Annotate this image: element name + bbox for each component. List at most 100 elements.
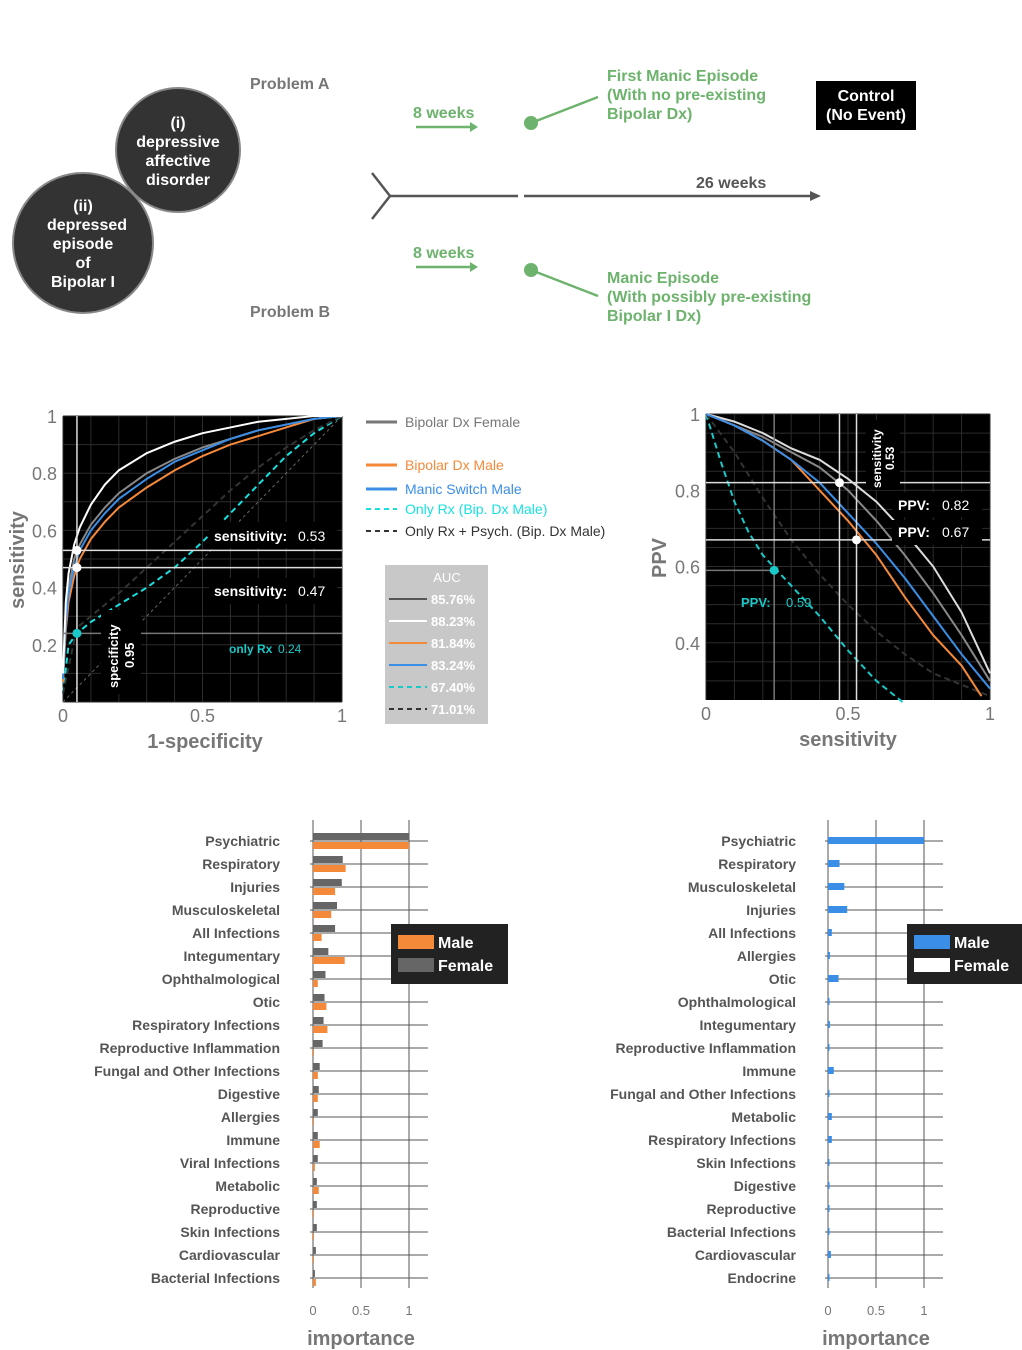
- sensitivity-annotation-value: 0.53: [883, 446, 897, 470]
- x-tick-label: 0: [309, 1303, 316, 1318]
- x-axis-label: sensitivity: [799, 729, 898, 751]
- event-b-line: Manic Episode: [607, 270, 719, 287]
- bar-male: [313, 1256, 314, 1263]
- bar-male: [313, 911, 332, 918]
- bar-male: [828, 883, 845, 890]
- y-axis-label: PPV: [649, 537, 671, 578]
- bar-male: [313, 1210, 314, 1217]
- bar-male: [313, 1118, 314, 1125]
- circle1-line: disorder: [146, 172, 210, 189]
- bar-male: [828, 1067, 834, 1074]
- bar-male: [313, 957, 345, 964]
- category-label: Endocrine: [728, 1270, 797, 1286]
- bar-female: [313, 1063, 320, 1070]
- legend-entry-label: Only Rx + Psych. (Bip. Dx Male): [405, 523, 605, 539]
- legend-entry-label: Male: [438, 935, 474, 952]
- ppv-series-line: [705, 413, 991, 682]
- category-label: Reproductive: [707, 1201, 797, 1217]
- bar-male: [313, 1095, 318, 1102]
- category-label: Psychiatric: [205, 833, 280, 849]
- bar-female: [313, 1040, 323, 1047]
- category-label: Digestive: [734, 1178, 796, 1194]
- category-label: Reproductive Inflammation: [100, 1040, 280, 1056]
- legend-entry-label: Manic Switch Male: [405, 481, 522, 497]
- category-label: Fungal and Other Infections: [94, 1063, 280, 1079]
- bar-male: [313, 1049, 314, 1056]
- category-label: Cardiovascular: [179, 1247, 281, 1263]
- sensitivity-annotation-label: sensitivity: [870, 429, 884, 488]
- ppv-series-line: [705, 413, 991, 674]
- circle-depressive-affective-disorder: [115, 87, 241, 213]
- sensitivity-annotation-value: 0.53: [298, 528, 325, 544]
- x-tick-label: 0: [58, 706, 68, 726]
- bar-female: [313, 902, 337, 909]
- circle2-line: episode: [53, 236, 114, 253]
- category-label: Skin Infections: [696, 1155, 796, 1171]
- category-label: Integumentary: [184, 948, 281, 964]
- weeks-b-label: 8 weeks: [413, 245, 474, 262]
- sensitivity-point: [72, 563, 82, 573]
- bar-male: [313, 842, 409, 849]
- bar-male: [828, 1044, 830, 1051]
- sensitivity-annotation-box: [866, 420, 900, 490]
- y-tick-label: 0.6: [32, 521, 57, 541]
- category-label: Allergies: [221, 1109, 280, 1125]
- ppv-series-line: [705, 413, 991, 690]
- roc-series-line: [62, 415, 342, 674]
- x-axis-label: importance: [307, 1328, 415, 1350]
- category-label: Ophthalmological: [678, 994, 796, 1010]
- bar-male: [313, 1003, 327, 1010]
- category-label: All Infections: [192, 925, 280, 941]
- only-rx-point: [72, 628, 82, 638]
- only-rx-annotation-value: 0.24: [278, 642, 302, 656]
- control-line: (No Event): [826, 107, 906, 124]
- category-label: Injuries: [746, 902, 796, 918]
- ppv-annotation-label: PPV:: [898, 497, 930, 513]
- category-label: Respiratory Infections: [132, 1017, 280, 1033]
- category-label: Psychiatric: [721, 833, 796, 849]
- sensitivity-annotation-label: sensitivity:: [214, 528, 287, 544]
- circle1-line: (i): [170, 115, 185, 132]
- sensitivity-annotation-box: [209, 578, 337, 604]
- category-label: Respiratory: [202, 856, 280, 872]
- bar-female: [313, 1270, 315, 1277]
- event-b-line: (With possibly pre-existing: [607, 289, 811, 306]
- y-tick-label: 0.6: [675, 558, 700, 578]
- category-label: Musculoskeletal: [172, 902, 280, 918]
- y-tick-label: 0.8: [675, 481, 700, 501]
- ppv-annotation-label: PPV:: [741, 595, 771, 610]
- bar-male: [313, 1187, 319, 1194]
- bar-male: [828, 1113, 832, 1120]
- auc-title: AUC: [433, 570, 460, 585]
- category-label: Injuries: [230, 879, 280, 895]
- weeks-a-arrowhead: [470, 122, 478, 132]
- ppv-annotation-value: 0.82: [942, 497, 969, 513]
- circle1-line: affective: [146, 153, 211, 170]
- importance-chart-female-male: PsychiatricRespiratoryInjuriesMusculoske…: [94, 820, 508, 1350]
- bar-male: [828, 1159, 830, 1166]
- bar-female: [313, 1224, 317, 1231]
- category-label: Otic: [769, 971, 796, 987]
- x-tick-label: 1: [337, 706, 347, 726]
- category-label: Skin Infections: [180, 1224, 280, 1240]
- category-label: Fungal and Other Infections: [610, 1086, 796, 1102]
- timeline-label: 26 weeks: [696, 175, 766, 192]
- roc-series-line: [62, 415, 343, 680]
- category-label: Metabolic: [215, 1178, 280, 1194]
- y-tick-label: 0.4: [32, 579, 57, 599]
- bar-female: [313, 925, 336, 932]
- sensitivity-point: [72, 545, 82, 555]
- circle2-line: Bipolar I: [51, 274, 115, 291]
- category-label: Bacterial Infections: [667, 1224, 796, 1240]
- only-rx-point: [769, 565, 779, 575]
- bar-female: [313, 1247, 316, 1254]
- ppv-annotation-box: [892, 520, 982, 545]
- specificity-annotation-box: [101, 610, 141, 694]
- legend-entry-label: Only Rx (Bip. Dx Male): [405, 501, 547, 517]
- bar-male: [828, 1228, 830, 1235]
- only-rx-annotation-label: only Rx: [229, 642, 273, 656]
- x-tick-label: 1: [985, 704, 995, 724]
- ppv-annotation-value: 0.67: [942, 524, 969, 540]
